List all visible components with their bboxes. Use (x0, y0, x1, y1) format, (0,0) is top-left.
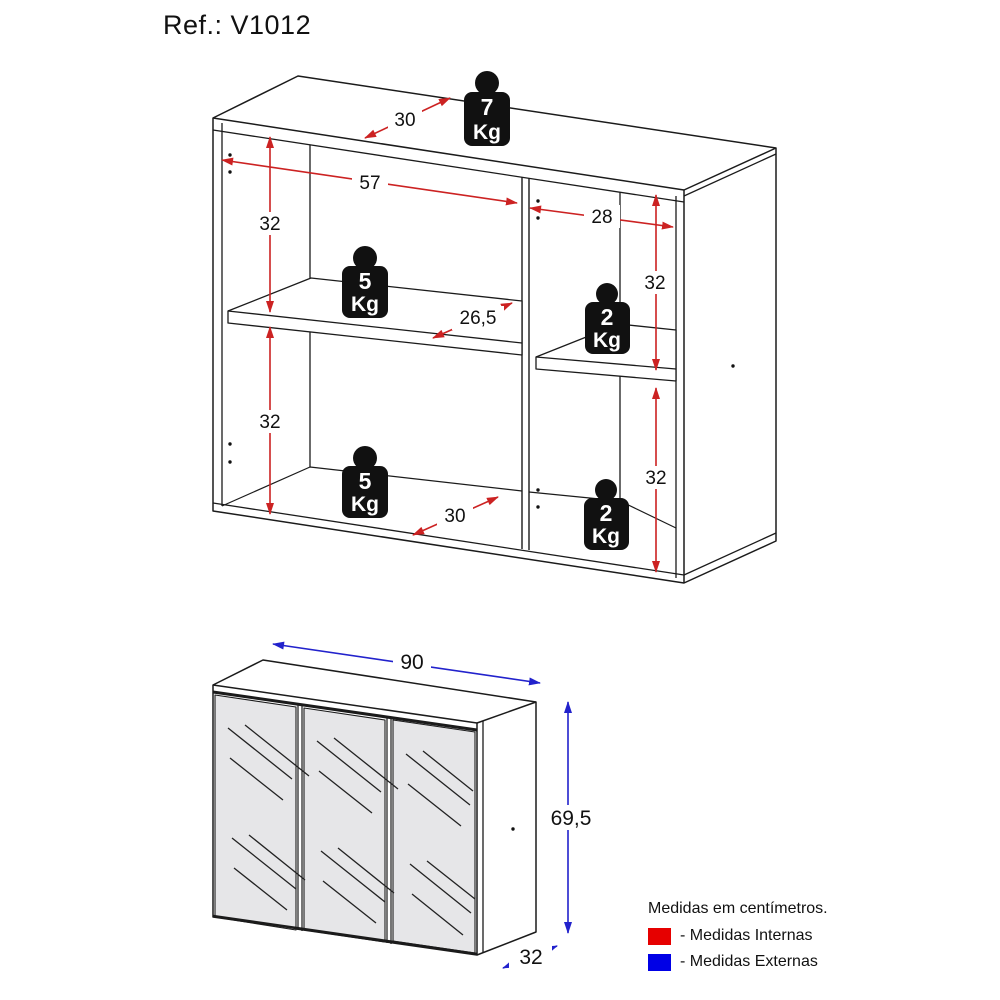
dim-external-height: 69,5 (541, 805, 601, 830)
cabinet-external-view (212, 659, 537, 956)
weight-icon-mid-left-5kg: 5 Kg (342, 246, 388, 318)
svg-text:26,5: 26,5 (460, 308, 497, 329)
dim-right-upper-height: 32 (637, 271, 673, 294)
svg-text:32: 32 (259, 412, 280, 433)
legend-heading: Medidas em centímetros. (648, 900, 828, 917)
svg-text:5: 5 (359, 268, 372, 294)
mirror-door-panels (214, 694, 476, 954)
svg-text:Kg: Kg (593, 329, 621, 352)
weight-icon-top-7kg: 7 Kg (464, 71, 510, 146)
svg-text:5: 5 (359, 468, 372, 494)
legend-item-label: - Medidas Internas (680, 927, 813, 944)
svg-text:Kg: Kg (351, 493, 379, 516)
svg-text:30: 30 (394, 110, 415, 131)
svg-text:32: 32 (644, 273, 665, 294)
svg-text:Kg: Kg (592, 525, 620, 548)
svg-text:30: 30 (444, 506, 465, 527)
page-title: Ref.: V1012 (163, 10, 312, 40)
dim-shelf-depth: 26,5 (452, 306, 504, 330)
dim-external-depth: 32 (509, 944, 552, 969)
svg-text:28: 28 (591, 207, 612, 228)
svg-text:90: 90 (400, 651, 423, 674)
dim-left-upper-height: 32 (252, 212, 288, 235)
legend-item-label: - Medidas Externas (680, 953, 818, 970)
legend-item-external: - Medidas Externas (648, 953, 908, 971)
legend-item-internal: - Medidas Internas (648, 927, 908, 945)
svg-text:Kg: Kg (351, 293, 379, 316)
svg-text:2: 2 (600, 500, 613, 526)
svg-text:2: 2 (601, 304, 614, 330)
mirror-hatch-lines (227, 724, 476, 936)
svg-text:57: 57 (359, 173, 380, 194)
weight-icon-bottom-left-5kg: 5 Kg (342, 446, 388, 518)
dim-right-width: 28 (584, 205, 620, 228)
legend: Medidas em centímetros. - Medidas Intern… (648, 900, 908, 979)
internal-measures-swatch (648, 927, 671, 945)
svg-text:Kg: Kg (473, 121, 501, 144)
weight-icon-mid-right-2kg: 2 Kg (585, 283, 630, 354)
dim-top-depth: 30 (388, 108, 422, 131)
dim-external-width: 90 (393, 650, 431, 674)
dim-bottom-depth: 30 (437, 504, 473, 527)
weight-icon-bottom-right-2kg: 2 Kg (584, 479, 629, 550)
svg-text:32: 32 (519, 946, 542, 969)
svg-text:69,5: 69,5 (551, 807, 592, 830)
dim-right-lower-height: 32 (638, 466, 674, 489)
dim-left-width: 57 (352, 171, 388, 194)
svg-text:32: 32 (645, 468, 666, 489)
external-measures-swatch (648, 953, 671, 971)
svg-text:32: 32 (259, 214, 280, 235)
dim-left-lower-height: 32 (252, 410, 288, 433)
svg-text:7: 7 (481, 94, 494, 120)
